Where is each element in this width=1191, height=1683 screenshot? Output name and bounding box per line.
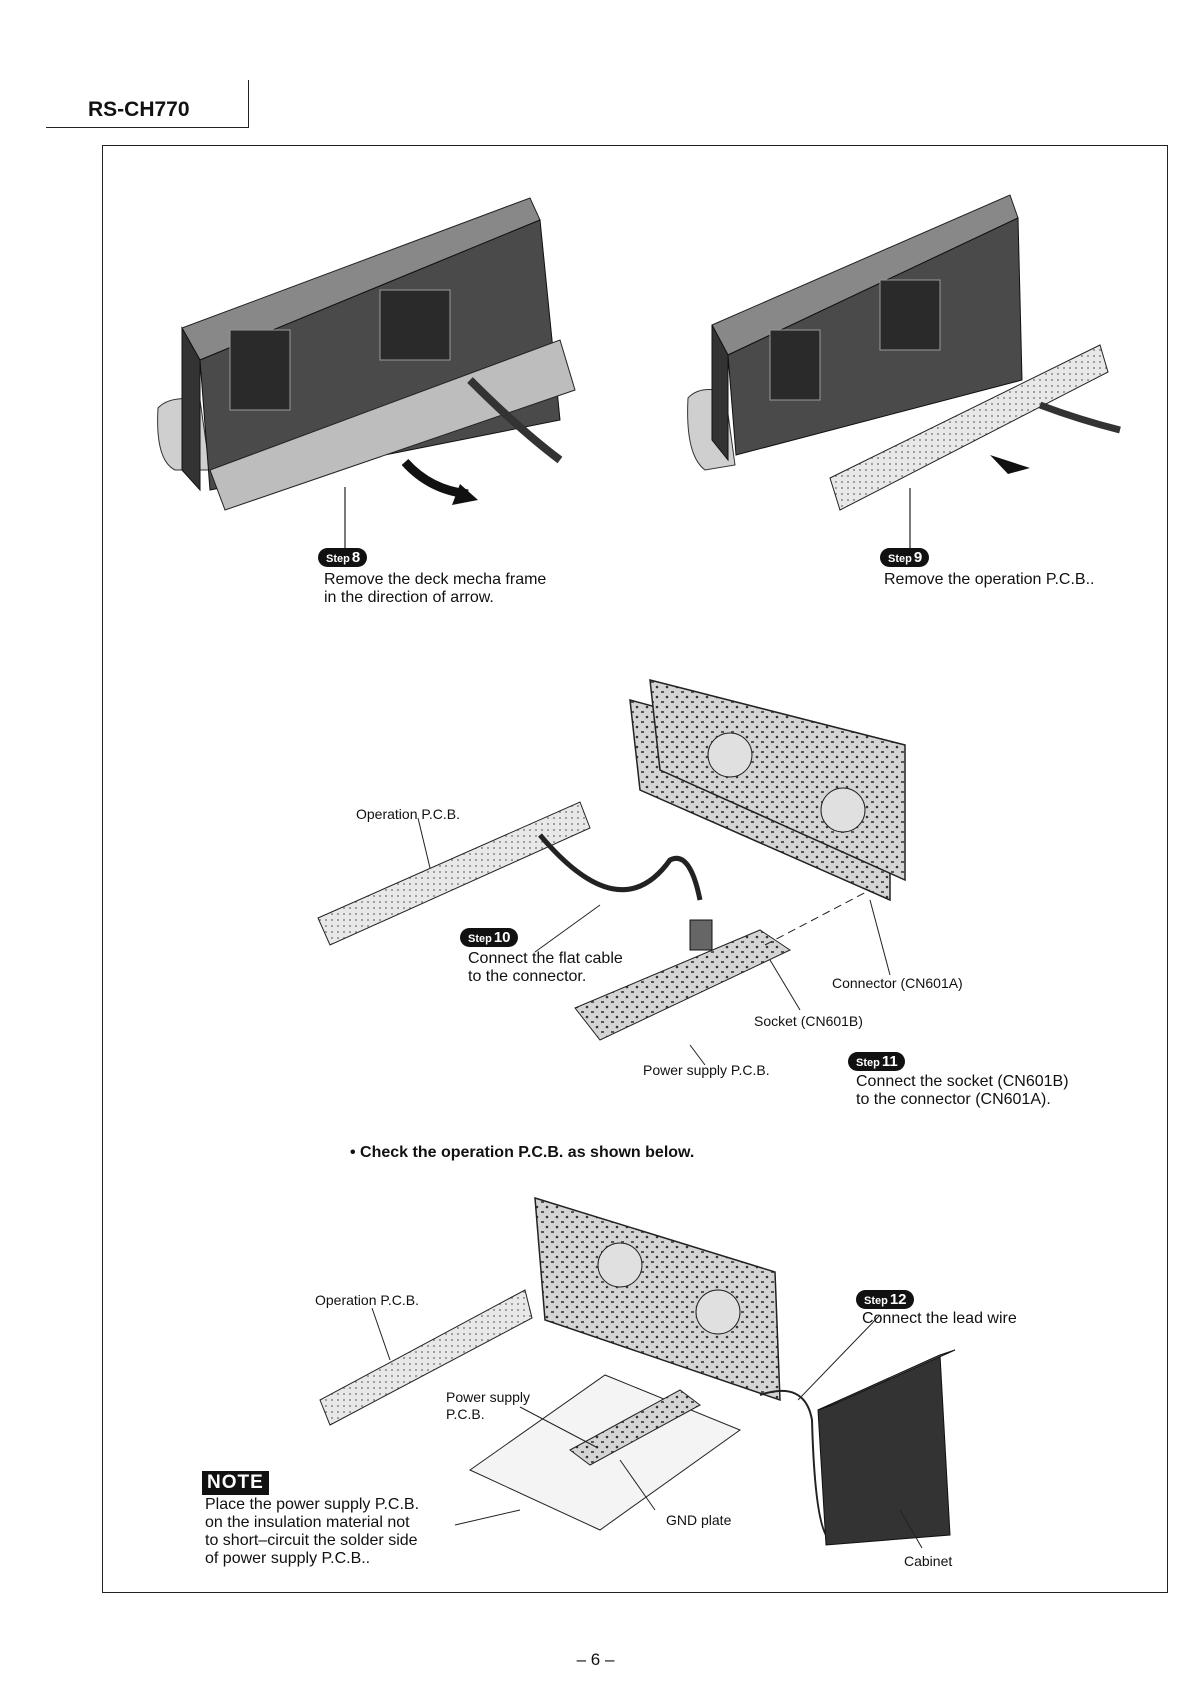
connector-label: Connector (CN601A): [832, 975, 963, 991]
header-rule-vertical: [248, 80, 249, 128]
note-badge: NOTE: [202, 1471, 269, 1495]
main-pcb-illustration: [317, 679, 906, 1066]
model-number: RS-CH770: [88, 98, 190, 121]
check-heading: • Check the operation P.C.B. as shown be…: [350, 1144, 695, 1161]
note-line-4: of power supply P.C.B..: [205, 1550, 371, 1567]
step-11-line-1: Connect the socket (CN601B): [856, 1073, 1069, 1090]
page-number: – 6 –: [576, 1650, 615, 1669]
step-10-line-1: Connect the flat cable: [468, 950, 623, 967]
check-setup-illustration: [319, 1196, 956, 1549]
power-supply-label-a: Power supply: [446, 1389, 531, 1405]
step-12-line-1: Connect the lead wire: [862, 1310, 1017, 1327]
socket-label: Socket (CN601B): [754, 1013, 863, 1029]
operation-pcb-label: Operation P.C.B.: [356, 806, 461, 822]
operation-pcb-label-2: Operation P.C.B.: [315, 1292, 420, 1308]
content-frame: [102, 145, 1168, 1593]
power-supply-label-b: P.C.B.: [446, 1406, 485, 1422]
gnd-plate-label: GND plate: [666, 1512, 732, 1528]
power-supply-pcb-label: Power supply P.C.B.: [643, 1062, 770, 1078]
note-line-3: to short–circuit the solder side: [205, 1532, 418, 1549]
header-rule: [46, 127, 249, 128]
step-9-line-1: Remove the operation P.C.B..: [884, 571, 1095, 588]
cabinet-label: Cabinet: [904, 1553, 953, 1569]
operation-pcb-removal-illustration: [687, 194, 1121, 560]
note-line-1: Place the power supply P.C.B.: [205, 1496, 420, 1513]
step-10-line-2: to the connector.: [468, 968, 587, 985]
step-8-line-1: Remove the deck mecha frame: [324, 571, 547, 588]
step-8-line-2: in the direction of arrow.: [324, 589, 494, 606]
note-line-2: on the insulation material not: [205, 1514, 410, 1531]
deck-mecha-illustration: [157, 197, 576, 560]
step-11-line-2: to the connector (CN601A).: [856, 1091, 1051, 1108]
